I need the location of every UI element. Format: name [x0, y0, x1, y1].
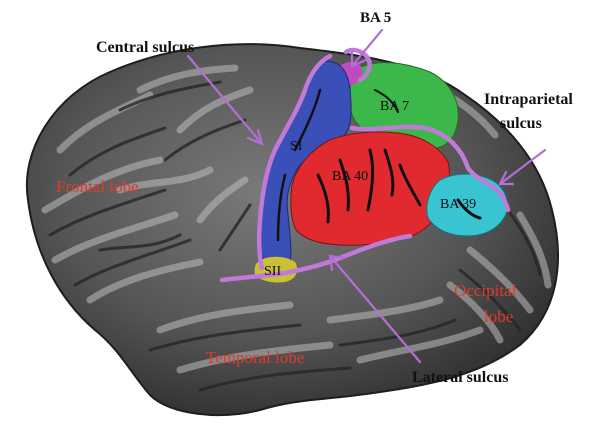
- label-ba5: BA 5: [360, 10, 391, 26]
- label-ba7: BA 7: [380, 99, 409, 114]
- label-ba40: BA 40: [332, 169, 368, 184]
- label-occipital-line1: Occipital: [454, 281, 517, 300]
- label-intraparietal-line2: sulcus: [500, 115, 542, 132]
- label-occipital-line2: lobe: [484, 307, 513, 326]
- label-sii: SII: [264, 264, 281, 279]
- label-lateral-sulcus: Lateral sulcus: [412, 369, 508, 386]
- label-central-sulcus: Central sulcus: [96, 39, 194, 56]
- label-ba39: BA 39: [440, 197, 476, 212]
- label-si: SI: [290, 139, 303, 154]
- label-temporal-lobe: Temporal lobe: [206, 348, 304, 367]
- label-frontal-lobe: Frontal lobe: [56, 177, 139, 196]
- label-intraparietal-line1: Intraparietal: [484, 91, 573, 108]
